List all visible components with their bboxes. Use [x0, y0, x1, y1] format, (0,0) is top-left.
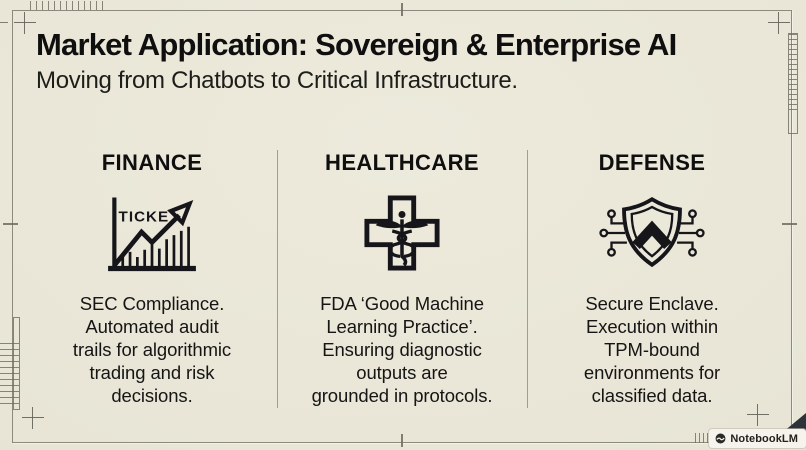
defense-heading: DEFENSE [598, 150, 706, 175]
shield-circuit-icon [537, 186, 767, 280]
notebooklm-logo-icon [715, 433, 726, 444]
header: Market Application: Sovereign & Enterpri… [36, 26, 766, 96]
tick-right-middle [782, 223, 797, 225]
ruler-ticks-top-left [30, 1, 106, 10]
column-divider-2 [527, 150, 528, 408]
page-title: Market Application: Sovereign & Enterpri… [36, 27, 677, 62]
crosshair-bottom-right [747, 404, 769, 426]
finance-body: SEC Compliance. Automated audit trails f… [72, 293, 232, 406]
healthcare-body: FDA ‘Good Machine Learning Practice’. En… [311, 293, 493, 406]
page-subtitle: Moving from Chatbots to Critical Infrast… [36, 67, 518, 94]
column-divider-1 [277, 150, 278, 408]
crosshair-top-left [14, 12, 36, 34]
ruler-ladder-left-rungs [0, 343, 19, 409]
bar-chart-rising-arrow-icon: TICKE [37, 186, 267, 280]
defense-body: Secure Enclave. Execution within TPM-bou… [583, 293, 721, 406]
notebooklm-badge: NotebookLM [709, 429, 806, 448]
tick-left-edge [0, 22, 8, 23]
notebooklm-label: NotebookLM [730, 432, 798, 445]
healthcare-heading: HEALTHCARE [325, 150, 479, 175]
tick-top-center [401, 3, 403, 16]
medical-cross-caduceus-icon [287, 186, 517, 280]
finance-heading: FINANCE [101, 150, 203, 175]
column-finance: FINANCE TICKE SEC Compliance. Automated … [37, 150, 267, 407]
tick-left-middle [3, 223, 18, 225]
ruler-ladder-right [788, 33, 798, 134]
column-defense: DEFENSE Secure Enclave. Execution within… [537, 150, 767, 407]
column-healthcare: HEALTHCARE FDA ‘Good Machine Learning Pr… [287, 150, 517, 407]
tick-bottom-center [401, 434, 403, 447]
crosshair-top-right [768, 12, 790, 34]
ticker-icon-text: TICKE [119, 209, 170, 226]
crosshair-bottom-left [22, 407, 44, 429]
